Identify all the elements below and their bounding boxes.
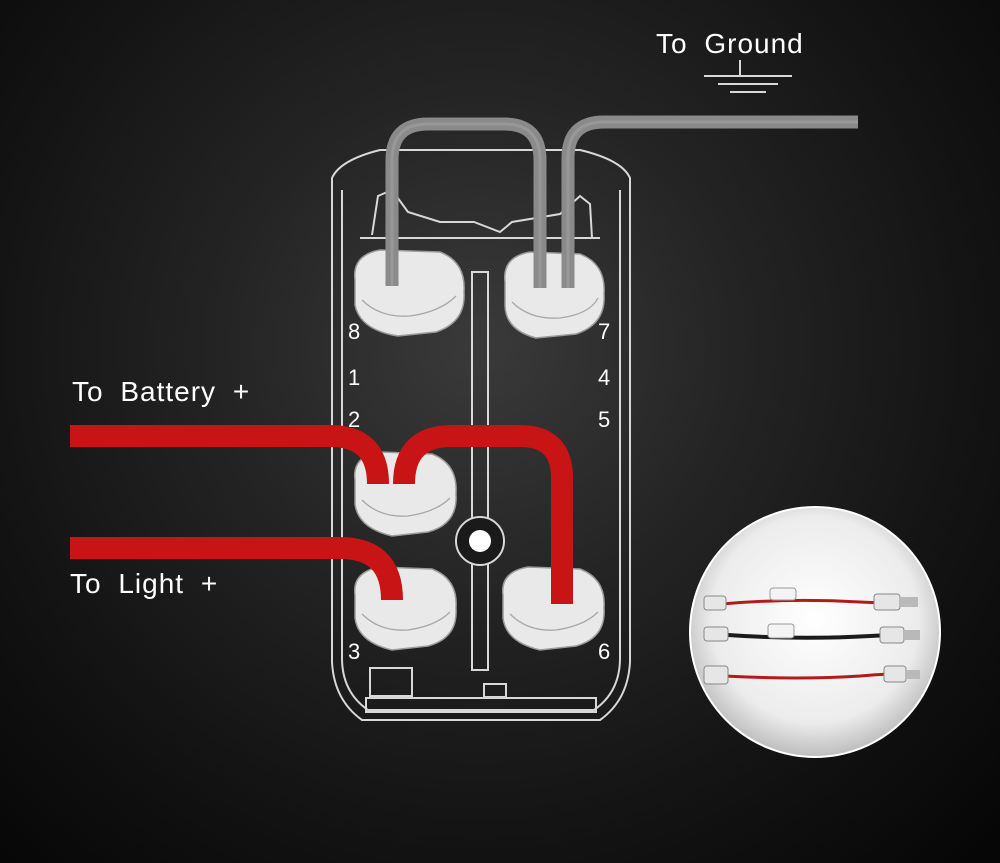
terminal-6 [501,566,605,651]
pin-label-5: 5 [598,407,611,432]
harness-red-1 [703,587,918,611]
ground-label: To Ground [656,28,804,59]
pin-label-8: 8 [348,319,361,344]
ground-wires [385,115,858,288]
ground-wire-main [561,115,858,288]
harness-black [703,623,920,644]
pin-label-7: 7 [598,319,611,344]
ground-wire-loop [385,117,547,288]
rocker-switch-body [331,149,631,721]
power-wires [70,425,573,604]
pin-label-4: 4 [598,365,611,390]
ground-symbol [704,60,792,93]
terminal-details [361,295,599,631]
light-label: To Light + [70,568,219,599]
battery-label: To Battery + [72,376,251,407]
light-wire [70,537,403,601]
battery-wire [70,425,389,485]
terminal-8 [353,249,465,337]
pin-label-1: 1 [348,365,361,390]
harness-red-2 [703,665,920,685]
terminal-7 [503,251,605,339]
center-indicator [455,516,505,566]
pin-label-2: 2 [348,407,361,432]
terminal-3 [353,566,457,651]
jumper-wire [393,425,573,604]
pin-label-6: 6 [598,639,611,664]
pin-label-3: 3 [348,639,361,664]
wire-harness-inset [689,506,941,758]
